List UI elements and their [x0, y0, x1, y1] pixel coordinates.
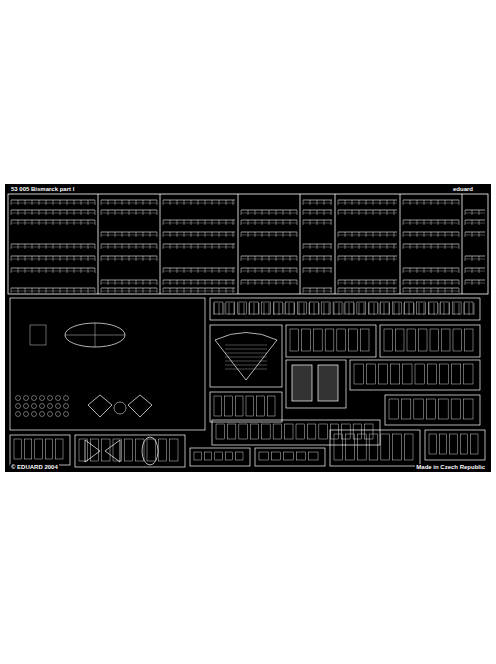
- part-panels: [10, 298, 485, 467]
- brand-mark: eduard: [452, 186, 474, 193]
- railings: [11, 194, 485, 294]
- fret-title: 53 005 Bismarck part I: [10, 186, 75, 193]
- railing-frame: [8, 194, 488, 294]
- fret-sheet: [5, 184, 491, 472]
- fret-imprint: Made in Czech Republic: [415, 464, 486, 471]
- fret-imprint: © EDUARD 2004: [10, 464, 59, 471]
